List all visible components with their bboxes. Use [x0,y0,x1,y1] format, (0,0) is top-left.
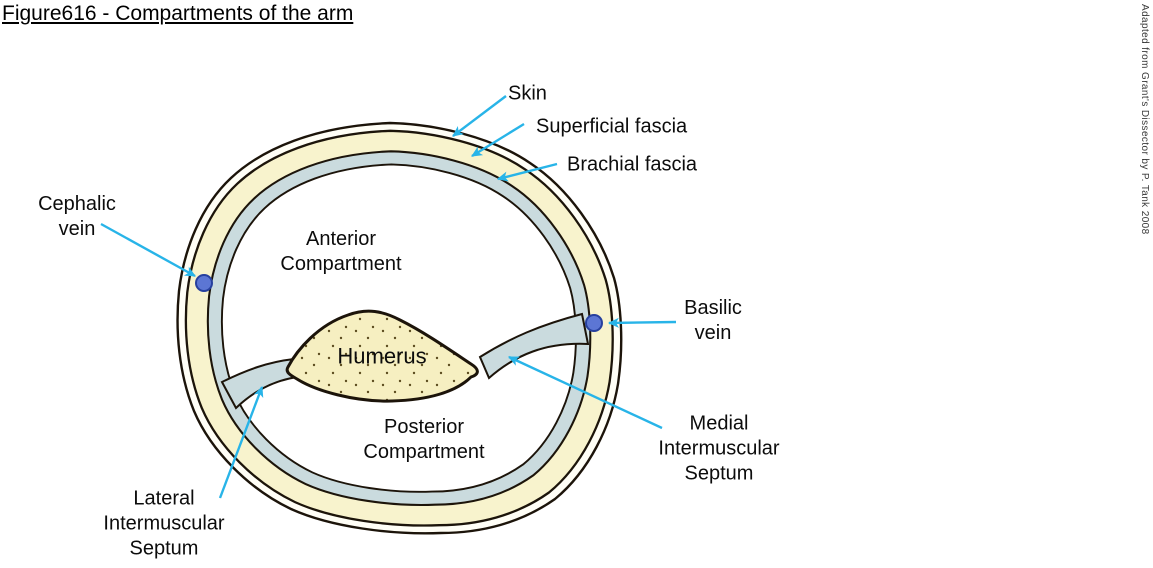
lateral-septum-arrow [218,385,264,499]
brachial-fascia-label: Brachial fascia [567,153,698,176]
medial-intermuscular-septum-label: Medial Intermuscular Septum [658,412,780,485]
figure-title: Figure616 - Compartments of the arm [2,2,354,25]
brachial-fascia-arrow [496,162,558,182]
cephalic-vein-arrow [100,222,196,278]
cephalic-vein-dot [195,274,213,292]
basilic-vein-label: Basilic vein [684,297,742,344]
skin-arrow [452,95,507,137]
basilic-vein-arrow [607,317,677,328]
credit-text: Adapted from Grant's Dissector by P. Tan… [1139,4,1150,235]
superficial-fascia-arrow [471,122,525,158]
humerus-shape [285,309,479,403]
medial-septum-arrow [508,355,663,430]
leader-arrows [100,95,677,499]
skin-label: Skin [508,82,547,105]
cephalic-vein-label: Cephalic vein [38,193,116,240]
humerus-label: Humerus [337,343,427,369]
lateral-intermuscular-septum-label: Lateral Intermuscular Septum [103,487,225,560]
lateral-intermuscular-septum-shape [220,357,299,410]
posterior-compartment-label: Posterior Compartment [363,416,485,463]
basilic-vein-dot [585,314,603,332]
superficial-fascia-label: Superficial fascia [536,115,688,138]
anterior-compartment-label: Anterior Compartment [280,228,402,275]
